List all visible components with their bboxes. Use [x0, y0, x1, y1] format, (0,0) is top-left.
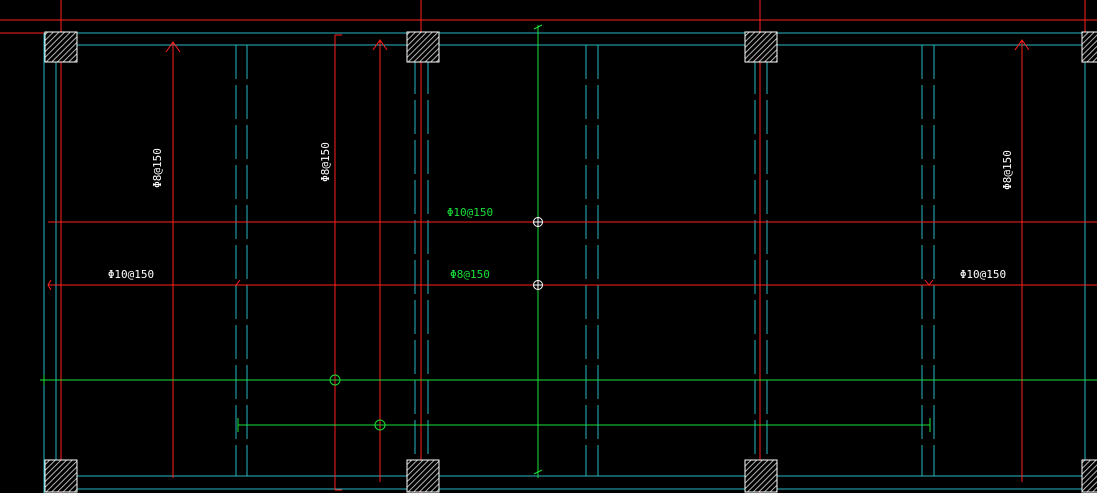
column[interactable] [44, 31, 78, 63]
rebar-label-green-top[interactable]: Φ10@150 [447, 206, 493, 219]
rebar-label-left-vertical[interactable]: Φ8@150 [151, 148, 164, 188]
rebar-label-left-horizontal[interactable]: Φ10@150 [108, 268, 154, 281]
rebar-label-right-horizontal[interactable]: Φ10@150 [960, 268, 1006, 281]
beam-outlines [43, 32, 1097, 493]
column[interactable] [744, 459, 778, 493]
column[interactable] [744, 31, 778, 63]
green-rebar-lines [40, 24, 1097, 478]
hidden-beam-lines [235, 45, 935, 476]
column[interactable] [1081, 459, 1097, 493]
marker-circle [329, 374, 341, 386]
column[interactable] [44, 459, 78, 493]
rebar-label-mid-vertical[interactable]: Φ8@150 [319, 142, 332, 182]
columns [44, 31, 1097, 493]
column[interactable] [1081, 31, 1097, 63]
bar-markers [329, 217, 543, 431]
rebar-label-green-mid[interactable]: Φ8@150 [450, 268, 490, 281]
column[interactable] [406, 31, 440, 63]
rebar-label-right-vertical[interactable]: Φ8@150 [1001, 150, 1014, 190]
marker-circle [374, 419, 386, 431]
column[interactable] [406, 459, 440, 493]
rebar-labels: Φ8@150 Φ8@150 Φ8@150 Φ10@150 Φ8@150 Φ10@… [108, 142, 1014, 281]
